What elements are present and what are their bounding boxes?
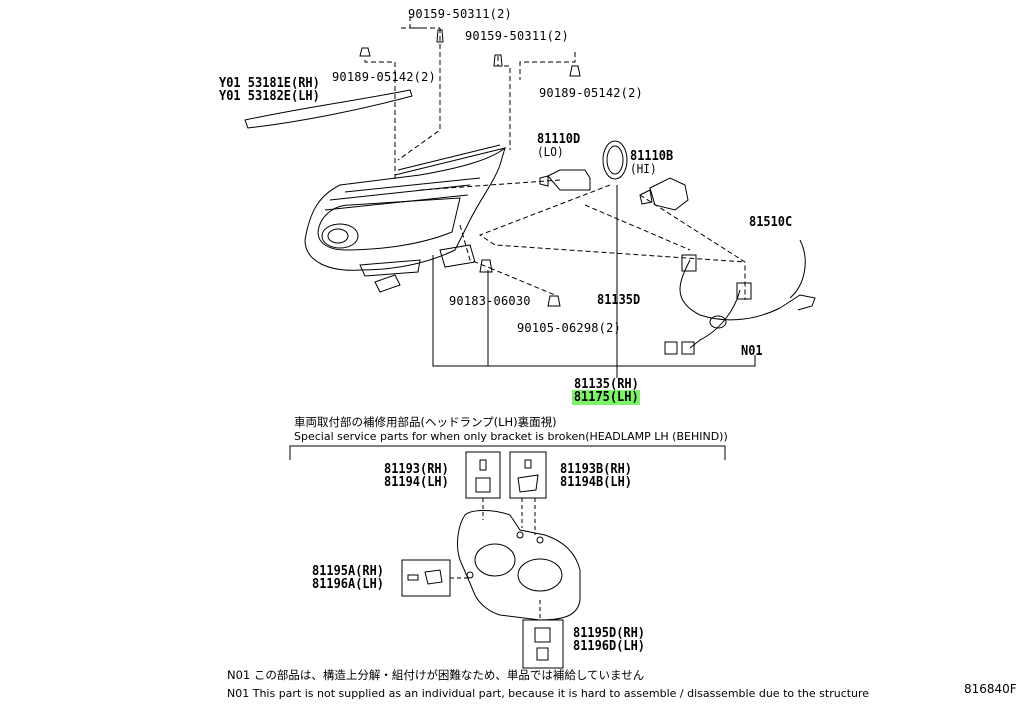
- label-screw-right: 90189-05142(2): [539, 86, 643, 100]
- label-nut: 90183-06030: [449, 294, 531, 308]
- fastener-shapes: [359, 29, 581, 307]
- garnish-strip: [244, 89, 413, 129]
- headlamp-assembly: [304, 144, 506, 293]
- leader-lines-headlamp: [432, 185, 756, 378]
- label-headlamp-rh: 81135(RH): [574, 377, 639, 392]
- bulb-lo-shape: [539, 169, 591, 191]
- label-socket-wire: 81510C: [749, 215, 793, 230]
- highlighted-part-number[interactable]: 81175(LH): [572, 390, 641, 405]
- label-bulb-hi-number: 81110B: [630, 149, 674, 164]
- label-bracket-d-lh: 81196D(LH): [573, 639, 646, 654]
- service-title-jp: 車両取付部の補修用部品(ヘッドランプ(LH)裏面視): [294, 415, 557, 429]
- service-title-en: Special service parts for when only brac…: [294, 430, 728, 443]
- bracket-leaders: [450, 498, 541, 620]
- wire-harness-shape: [664, 239, 816, 355]
- headlamp-back-outline: [457, 510, 581, 621]
- label-cover: 81135D: [597, 293, 641, 308]
- label-bracket-a: 81193(RH) 81194(LH): [384, 463, 449, 489]
- label-bulb-lo: 81110D (LO): [537, 133, 580, 159]
- label-bracket-c-rh: 81195A(RH): [312, 564, 385, 579]
- label-garnish-rh: Y01 53181E(RH): [219, 76, 320, 91]
- label-headlamp-lh[interactable]: 81175(LH): [572, 390, 641, 405]
- label-bulb-lo-tag: (LO): [537, 145, 564, 159]
- label-bulb-hi-tag: (HI): [630, 162, 657, 176]
- label-clip-upper-right: 90159-50311(2): [465, 29, 569, 43]
- label-garnish-lh: Y01 53182E(LH): [219, 89, 320, 104]
- label-bracket-a-lh: 81194(LH): [384, 475, 449, 490]
- label-bracket-b: 81193B(RH) 81194B(LH): [560, 463, 632, 489]
- label-clip-upper-left: 90159-50311(2): [408, 7, 512, 21]
- cover-disc-shape: [602, 140, 628, 180]
- label-bracket-b-rh: 81193B(RH): [560, 462, 633, 477]
- label-screw-left: 90189-05142(2): [332, 70, 436, 84]
- label-bulb-hi: 81110B (HI): [630, 150, 673, 176]
- service-section-frame: [289, 445, 726, 460]
- label-bracket-b-lh: 81194B(LH): [560, 475, 633, 490]
- note-n01-en: N01 This part is not supplied as an indi…: [227, 687, 870, 700]
- label-bracket-c-lh: 81196A(LH): [312, 577, 385, 592]
- note-n01-jp: N01 この部品は、構造上分解・組付けが困難なため、単品では補給していません: [227, 668, 645, 682]
- label-bracket-a-rh: 81193(RH): [384, 462, 449, 477]
- bulb-hi-shape: [639, 177, 689, 211]
- label-bracket-d: 81195D(RH) 81196D(LH): [573, 627, 645, 653]
- label-screw-lower: 90105-06298(2): [517, 321, 621, 335]
- label-bracket-c: 81195A(RH) 81196A(LH): [312, 565, 384, 591]
- label-n01-ref: N01: [741, 344, 763, 359]
- diagram-id: 816840F: [964, 682, 1017, 696]
- label-bracket-d-rh: 81195D(RH): [573, 626, 646, 641]
- label-bulb-lo-number: 81110D: [537, 132, 581, 147]
- label-garnish: Y01 53181E(RH) Y01 53182E(LH): [219, 77, 320, 103]
- bracket-part-shapes: [407, 459, 551, 661]
